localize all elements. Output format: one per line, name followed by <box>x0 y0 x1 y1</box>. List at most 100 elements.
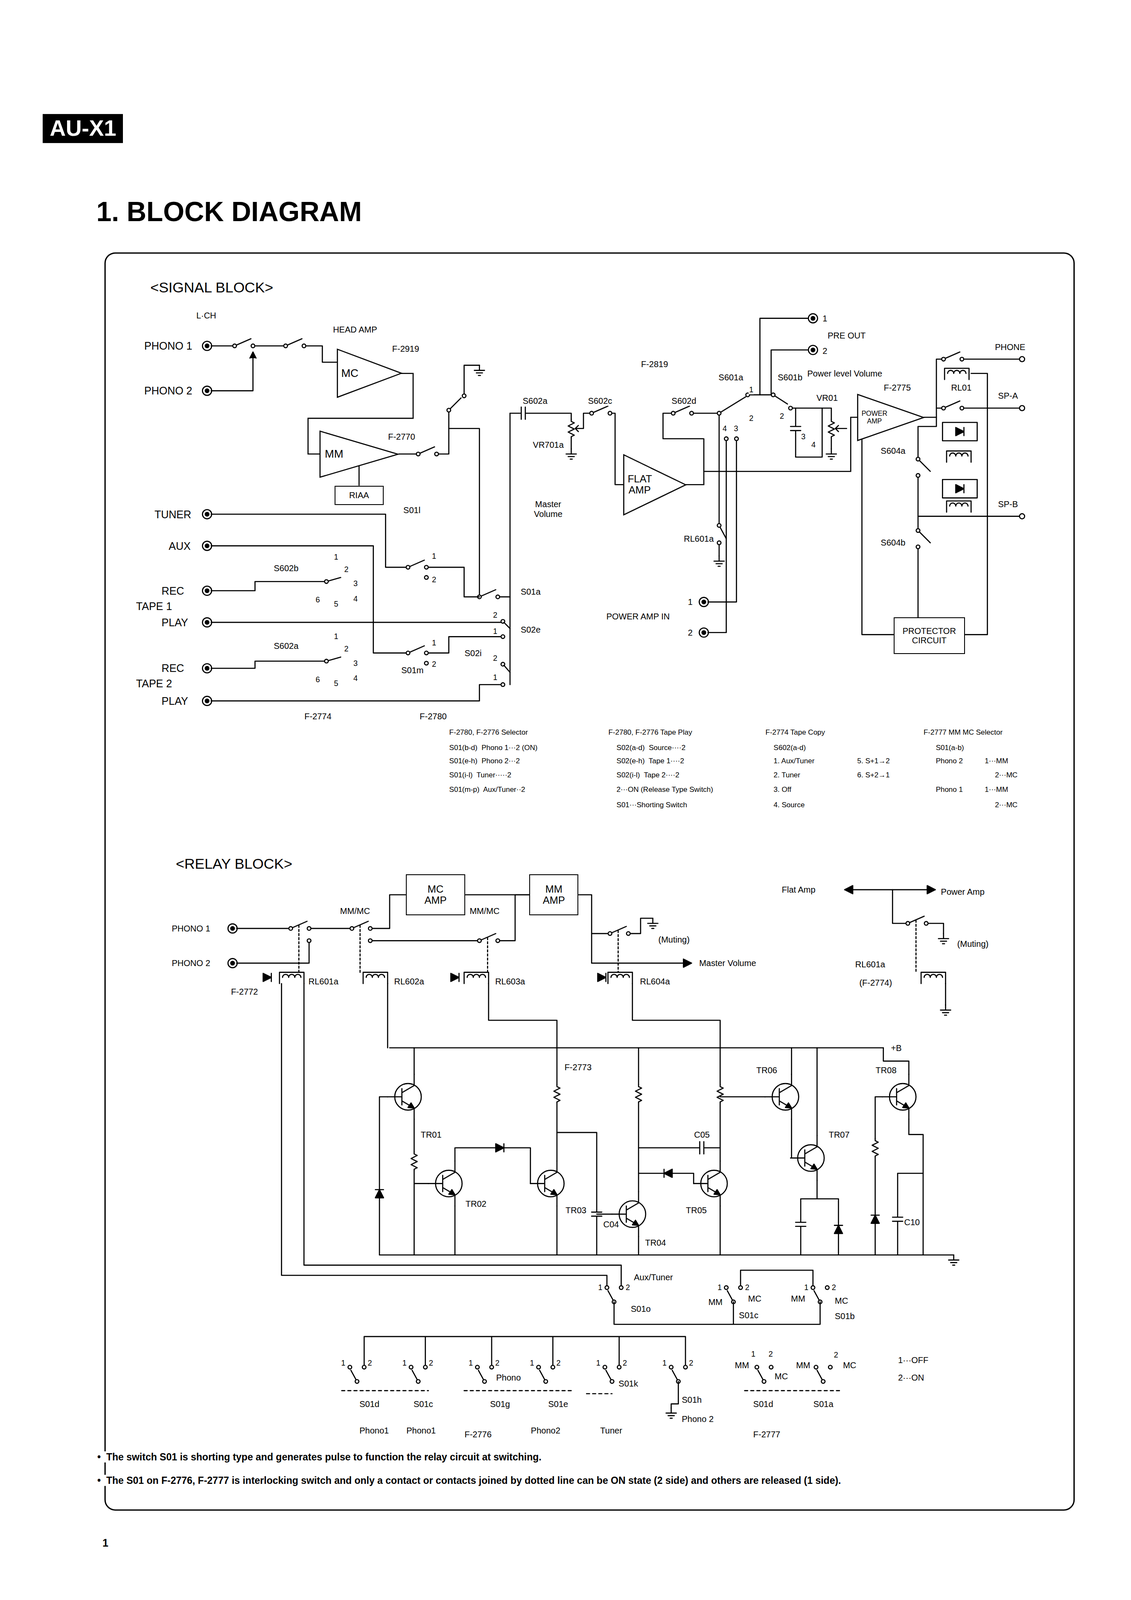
schematic-line <box>211 514 409 568</box>
part-label: RL601a <box>308 976 339 987</box>
terminal-number: 6 <box>315 674 321 684</box>
terminal-number: 1 <box>717 1282 723 1292</box>
amplifier-shape <box>337 349 402 398</box>
schematic-line <box>211 577 342 591</box>
terminal-number: 1 <box>492 673 498 683</box>
schematic-line <box>875 1047 924 1255</box>
schematic-line <box>1019 405 1025 411</box>
text-label: SP-B <box>997 498 1019 509</box>
part-label: S602b <box>273 563 300 574</box>
schematic-line <box>202 585 212 596</box>
schematic-line <box>964 358 1021 360</box>
schematic-line <box>871 1214 880 1223</box>
part-label: S602d <box>671 396 697 406</box>
schematic-line <box>227 958 238 968</box>
schematic-line <box>499 596 511 598</box>
schematic-line <box>202 386 212 396</box>
schematic-line <box>605 1285 624 1304</box>
terminal-number: 2 <box>431 659 437 669</box>
part-label: S601b <box>777 372 803 383</box>
frame <box>104 253 1075 1510</box>
terminal-number: 1 <box>468 1358 474 1368</box>
schematic-line <box>671 1381 679 1408</box>
terminal-number: 2 <box>428 1358 434 1368</box>
text-label: 2. Tuner <box>773 771 801 780</box>
terminal-number: 2 <box>343 564 349 574</box>
schematic-line <box>928 923 944 934</box>
schematic-line <box>236 942 309 963</box>
terminal-number: 2 <box>768 1349 774 1359</box>
schematic-line <box>916 545 921 549</box>
schematic-line <box>463 365 480 394</box>
schematic-line <box>946 450 971 462</box>
terminal-number: 2 <box>688 1358 694 1368</box>
schematic-line <box>565 448 577 460</box>
schematic-line <box>638 1141 720 1154</box>
part-label: S02e <box>520 624 542 635</box>
part-label: S602c <box>587 396 613 406</box>
node-text: MC <box>341 367 359 380</box>
schematic-line <box>283 338 307 348</box>
schematic-line <box>363 972 388 984</box>
schematic-line <box>303 983 621 1286</box>
text-label: POWER AMP IN <box>606 611 671 621</box>
schematic-line <box>664 1168 673 1178</box>
terminal-number: 1 <box>102 1536 109 1549</box>
schematic-line <box>811 1285 830 1304</box>
text-label: 2···ON <box>897 1372 925 1382</box>
text-label: Master Volume <box>522 499 575 519</box>
schematic-line <box>279 972 304 984</box>
board-label: F-2774 Tape Copy <box>765 728 826 737</box>
circuit-box: PROTECTOR CIRCUIT <box>893 617 965 654</box>
terminal-number: 1 <box>492 626 498 636</box>
schematic-line <box>892 1173 924 1255</box>
text-label: REC <box>161 584 185 597</box>
part-label: S602(a-d) <box>773 743 807 753</box>
terminal-number: 1 <box>333 552 339 562</box>
schematic-line <box>699 627 709 638</box>
schematic-line <box>754 1364 773 1383</box>
schematic-line <box>608 926 631 936</box>
schematic-line <box>227 923 238 933</box>
schematic-line <box>250 352 257 359</box>
amplifier-shape <box>320 431 399 478</box>
terminal-number: 1 <box>595 1358 601 1368</box>
schematic-line <box>379 1096 388 1255</box>
part-label: RL602a <box>393 976 425 987</box>
part-label: VR01 <box>816 393 839 403</box>
schematic-line <box>808 345 818 355</box>
schematic-line <box>882 1074 916 1120</box>
schematic-line <box>499 894 530 941</box>
schematic-line <box>717 1084 723 1103</box>
schematic-line <box>612 413 624 485</box>
schematic-line <box>916 457 921 461</box>
text-label: Phono2 <box>530 1425 561 1435</box>
schematic-line <box>202 617 212 627</box>
schematic-line <box>862 373 988 635</box>
terminal-number: 2 <box>431 574 437 584</box>
text-label: 4. Source <box>773 800 806 810</box>
part-label: S02i <box>463 647 482 658</box>
part-label: S02(a-d) Source····2 <box>616 743 687 753</box>
schematic-line <box>211 545 409 653</box>
part-label: C04 <box>602 1219 620 1230</box>
schematic-line <box>955 484 964 493</box>
part-label: S604a <box>880 445 907 456</box>
schematic-line <box>918 417 1021 517</box>
part-label: S01k <box>617 1378 639 1388</box>
amplifier-shape <box>857 394 924 441</box>
schematic-line <box>530 1160 565 1206</box>
schematic-line <box>964 407 1021 409</box>
schematic-line <box>1019 513 1025 519</box>
part-label: TR07 <box>828 1129 851 1140</box>
part-label: RL604a <box>639 976 671 987</box>
terminal-number: 1 <box>431 551 437 561</box>
schematic-line <box>202 541 212 551</box>
part-label: S01(b-d) Phono 1···2 (ON) <box>448 743 539 753</box>
part-label: TR06 <box>755 1065 778 1076</box>
schematic-line <box>288 921 312 930</box>
text-label: MM/MC <box>339 906 371 916</box>
schematic-line <box>324 658 329 663</box>
